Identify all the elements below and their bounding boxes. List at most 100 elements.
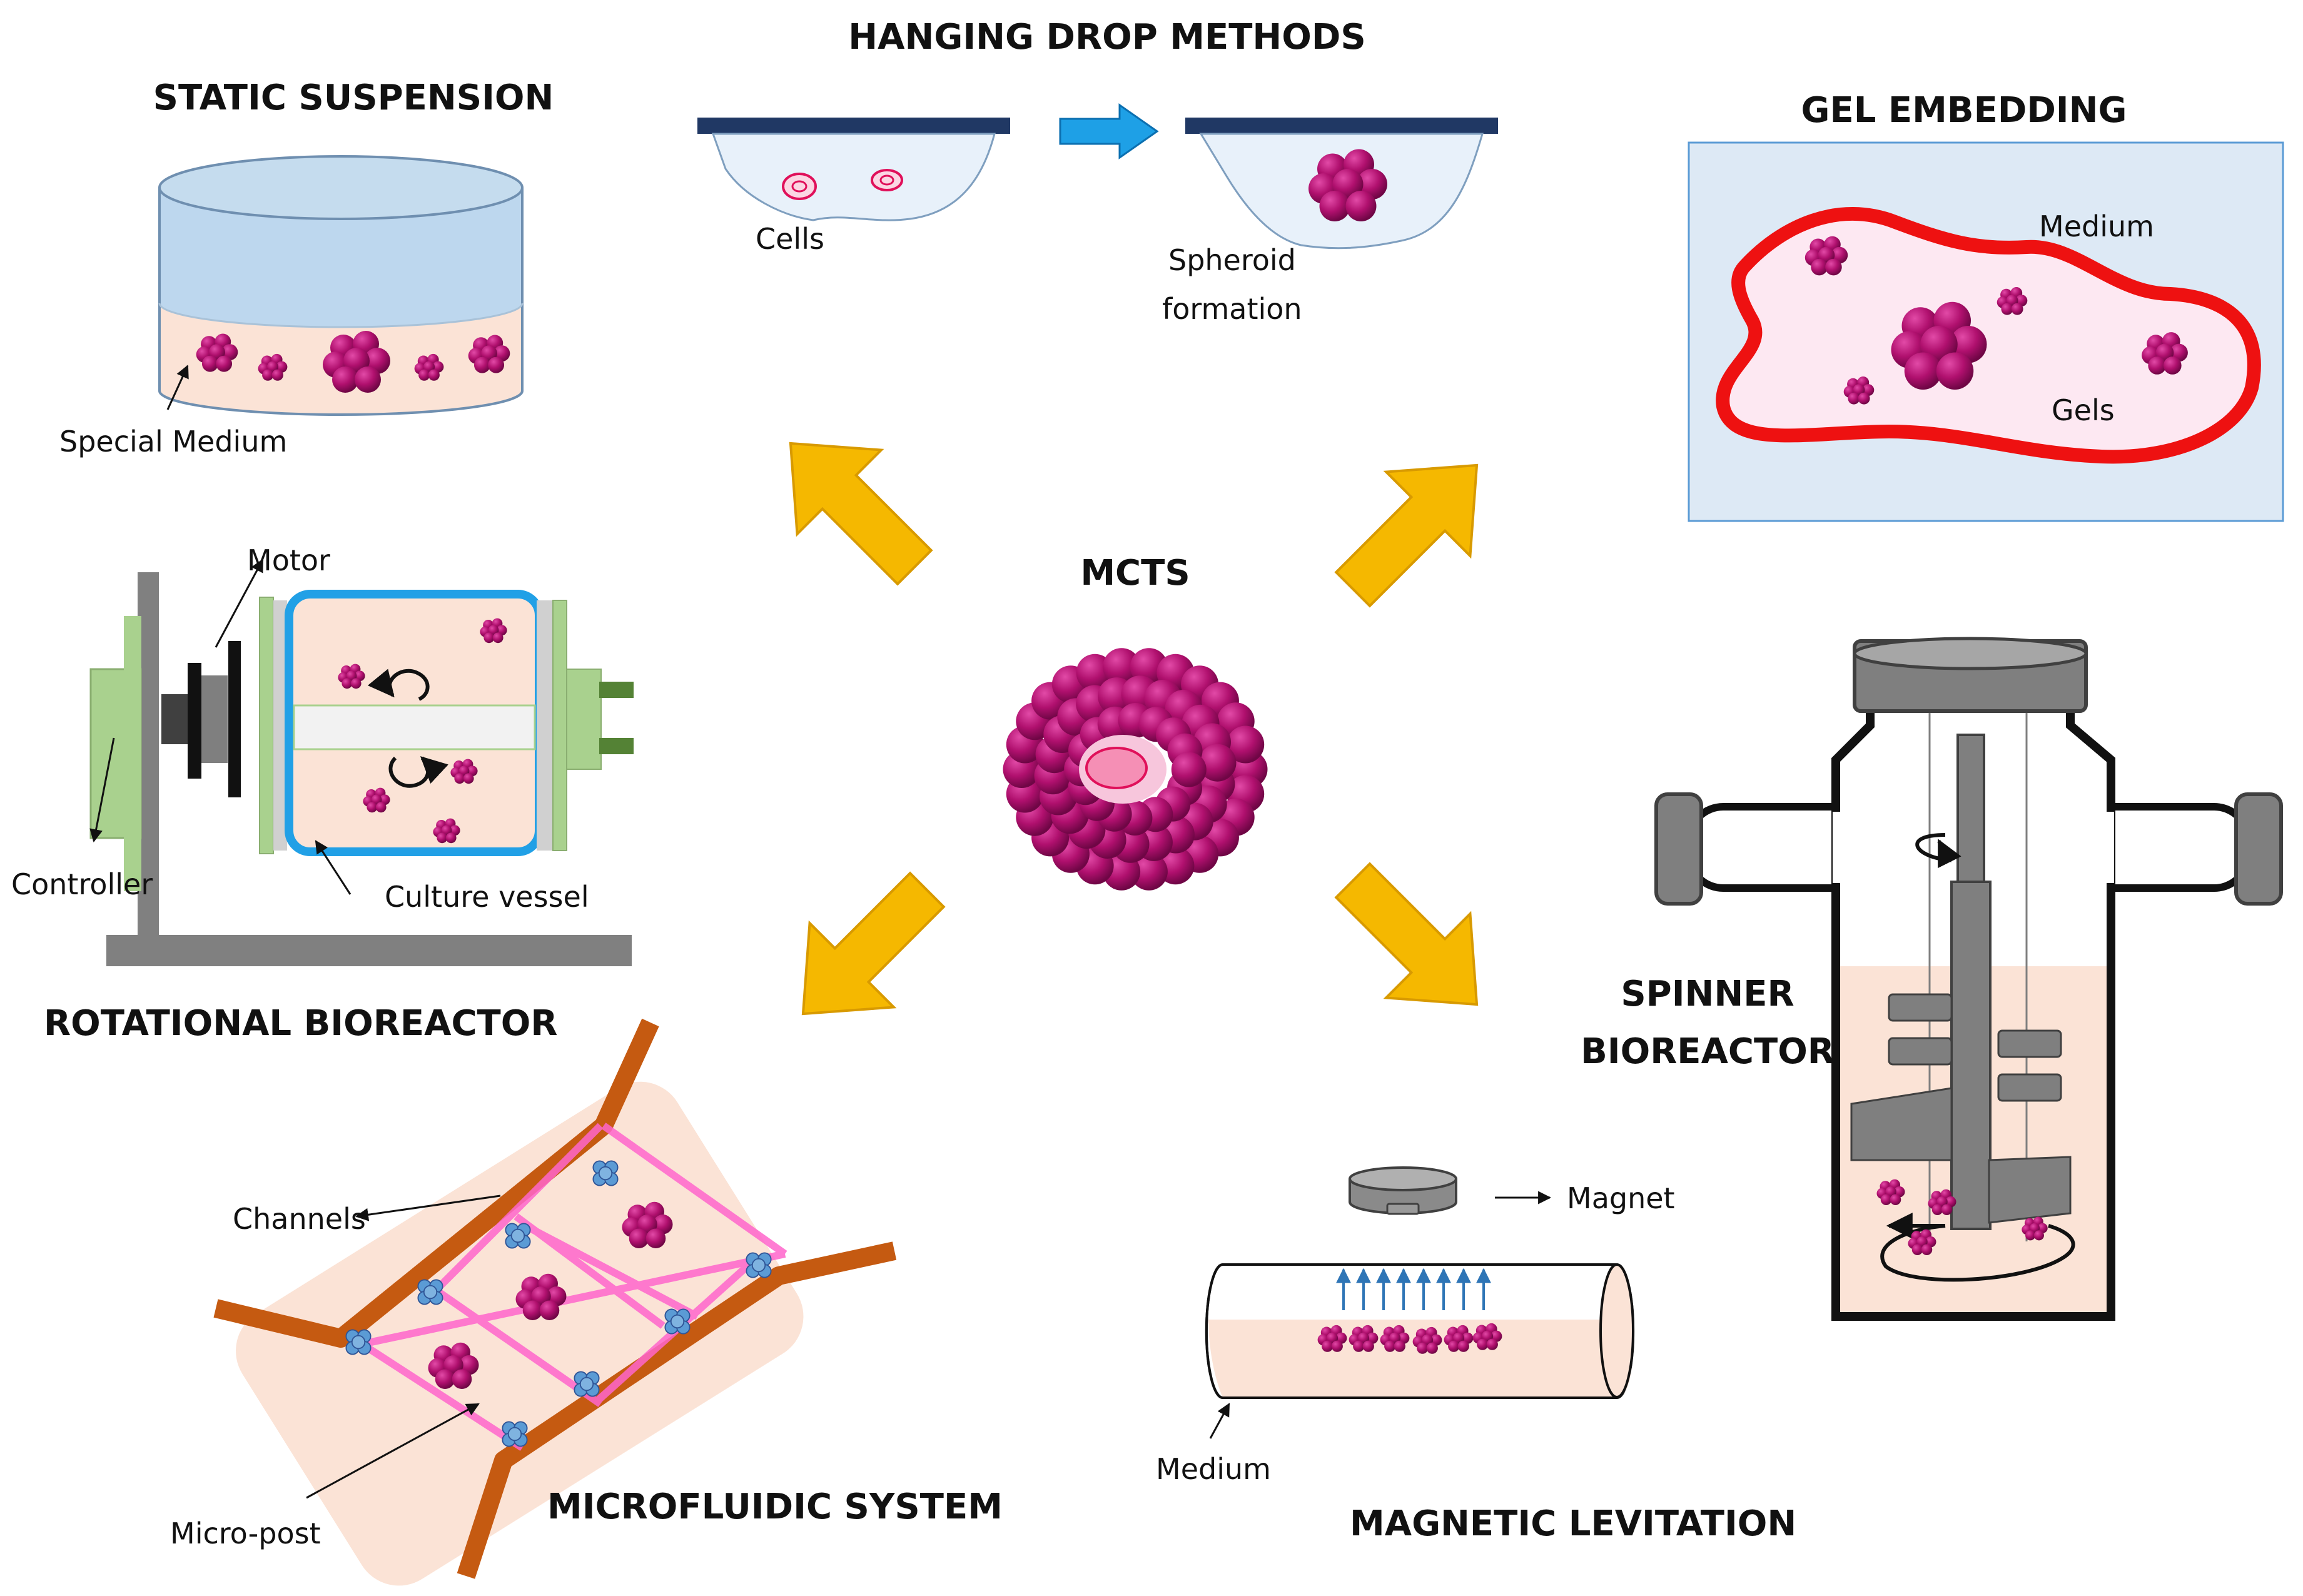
side-cap <box>2234 792 2283 906</box>
arrow-down-right-icon <box>1334 862 1479 1006</box>
spheroid-formation-label-1: Spheroid <box>1168 243 1296 277</box>
connector-pin <box>599 682 634 698</box>
motor-disc <box>188 663 201 779</box>
micro-post-icon <box>502 1421 528 1447</box>
tube-icon <box>1205 1263 1635 1399</box>
mcts-title: MCTS <box>1080 553 1190 593</box>
mcts-spheroid-icon <box>1003 648 1268 891</box>
hanging-drop-title: HANGING DROP METHODS <box>848 17 1365 58</box>
connector-pin <box>599 738 634 754</box>
impeller-paddle <box>1997 1073 2062 1102</box>
mcts-cell <box>1130 852 1168 891</box>
micro-post-icon <box>664 1308 691 1335</box>
impeller-blade <box>1988 1156 2072 1224</box>
pointer-line <box>355 1194 501 1221</box>
culture-dish-icon <box>158 155 524 416</box>
pointer-line <box>89 737 115 843</box>
mcts-cell <box>1171 752 1207 787</box>
arrow-up-right-icon <box>1334 463 1479 608</box>
magnetic-levitation-panel: Magnet Medium MAGNETIC LEVITATION <box>1156 1166 1796 1544</box>
impeller-paddle <box>1888 993 1953 1022</box>
flask-cap-top <box>1853 637 2088 670</box>
arrow-up-left-icon <box>789 442 933 586</box>
rotation-axis <box>293 704 536 750</box>
controller-plate <box>124 616 141 891</box>
spinner-title-1: SPINNER <box>1621 974 1794 1014</box>
static-suspension-title: STATIC SUSPENSION <box>153 78 554 118</box>
yellow-arrows <box>789 442 1479 1016</box>
gel-embedding-title: GEL EMBEDDING <box>1801 90 2127 131</box>
mount-bar <box>552 600 567 851</box>
rotate-arrow-icon <box>1915 833 1961 869</box>
gel-embedding-panel: GEL EMBEDDING Medium Gels <box>1688 90 2284 522</box>
impeller-paddle <box>1888 1037 1953 1066</box>
motor-label: Motor <box>247 543 330 577</box>
motor-disc <box>228 641 241 797</box>
culture-vessel-label: Culture vessel <box>385 880 589 914</box>
field-arrows-icon <box>1336 1268 1491 1310</box>
rotate-arrow-icon <box>388 756 448 788</box>
cell-icon <box>879 174 894 186</box>
mcts-cell <box>1103 648 1141 686</box>
controller-label: Controller <box>11 867 153 901</box>
micro-post-icon <box>345 1329 372 1355</box>
arm-gap <box>2099 812 2114 883</box>
rotate-arrow-icon <box>367 669 430 701</box>
impeller-paddle <box>1997 1029 2062 1058</box>
mcts-center: MCTS <box>1003 553 1268 891</box>
mount-bar <box>273 600 287 851</box>
cells-label: Cells <box>756 222 824 256</box>
pointer-line <box>166 365 189 410</box>
channels-label: Channels <box>233 1202 366 1236</box>
channel-top <box>213 1018 659 1348</box>
magnet-icon <box>1349 1166 1457 1215</box>
micro-post-icon <box>592 1160 619 1186</box>
plate-lid <box>1185 118 1498 134</box>
microfluidic-title: MICROFLUIDIC SYSTEM <box>547 1487 1003 1527</box>
mount-bar <box>259 597 274 854</box>
connector-block <box>566 669 602 770</box>
levitation-medium-label: Medium <box>1156 1452 1271 1486</box>
gel-medium-label: Medium <box>2039 210 2154 243</box>
pointer-line <box>1209 1403 1230 1439</box>
arm-gap <box>1833 812 1848 883</box>
mcts-cell <box>1198 744 1237 782</box>
rotational-bioreactor-title: ROTATIONAL BIOREACTOR <box>44 1003 557 1044</box>
mount-bar <box>537 600 553 851</box>
gels-label: Gels <box>2052 393 2115 427</box>
spheroid-formation-label-2: formation <box>1162 292 1302 326</box>
spinner-bioreactor-panel: SPINNER BIOREACTOR <box>1581 637 2283 1321</box>
hanging-drop-panel: HANGING DROP METHODS Cells Spheroid form… <box>697 17 1498 326</box>
static-suspension-panel: STATIC SUSPENSION Special Medium <box>59 78 554 458</box>
arrow-down-left-icon <box>801 871 946 1016</box>
impeller-blade <box>1850 1087 1953 1161</box>
motor-shaft <box>161 694 193 744</box>
micro-post-label: Micro-post <box>170 1517 321 1550</box>
micro-post-icon <box>505 1223 531 1249</box>
drop-icon <box>711 133 996 221</box>
mcts-cell <box>1227 725 1265 764</box>
impeller-shaft-thick <box>1950 881 1992 1230</box>
motor-body <box>201 675 228 763</box>
rotational-bioreactor-panel: Motor Controller Culture vessel ROTATION… <box>11 543 634 1044</box>
special-medium-label: Special Medium <box>59 425 287 458</box>
micro-post-icon <box>417 1279 443 1305</box>
necrotic-core <box>1085 747 1148 789</box>
side-cap <box>1654 792 1703 906</box>
cell-icon <box>782 173 817 200</box>
pointer-line <box>315 840 352 895</box>
stir-arrow-icon <box>1880 1224 2075 1282</box>
cell-icon <box>871 169 903 191</box>
plate-lid <box>697 118 1010 134</box>
channel-bottom <box>457 1241 897 1579</box>
base-stand <box>106 935 632 966</box>
micro-post-icon <box>746 1252 772 1278</box>
blue-arrow-icon <box>1059 103 1159 159</box>
magnet-label: Magnet <box>1567 1181 1675 1215</box>
pointer-line <box>306 1403 480 1499</box>
cell-icon <box>791 180 807 193</box>
spinner-title-2: BIOREACTOR <box>1581 1031 1835 1072</box>
micro-post-icon <box>574 1371 600 1397</box>
magnetic-levitation-title: MAGNETIC LEVITATION <box>1350 1503 1796 1544</box>
